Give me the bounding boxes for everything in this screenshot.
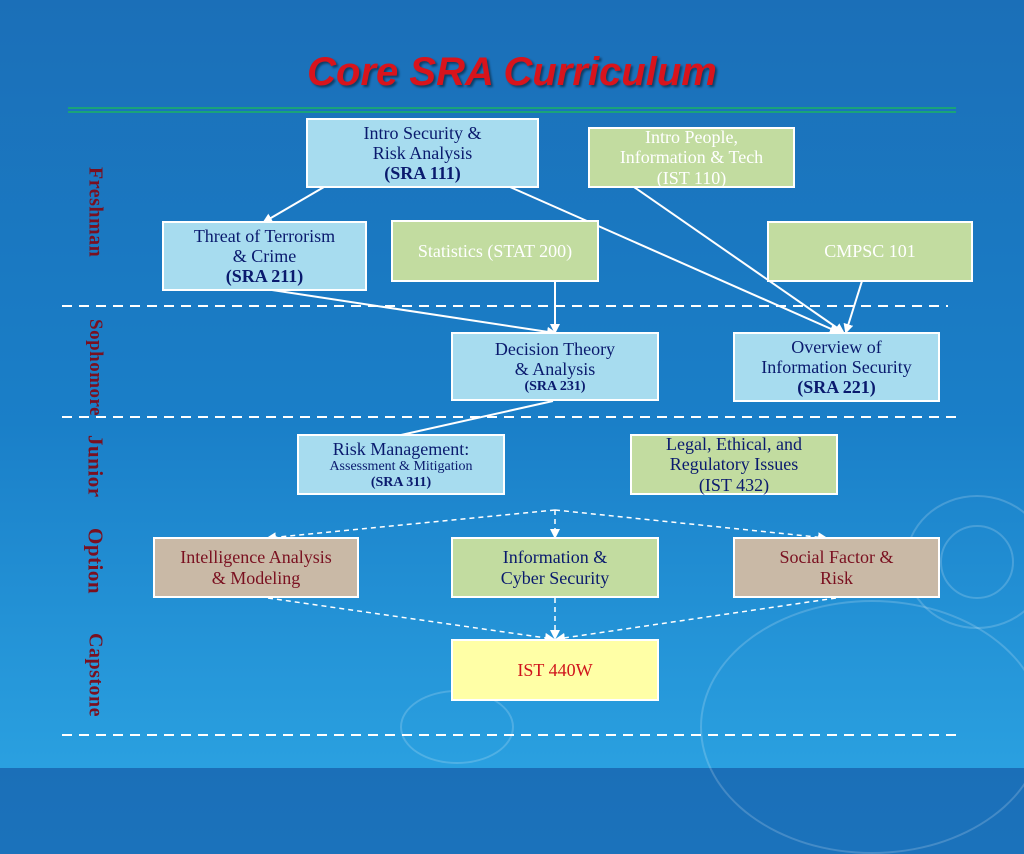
course-ist440w: IST 440W bbox=[451, 639, 659, 701]
course-line: Information & bbox=[502, 547, 608, 568]
course-line: & Modeling bbox=[211, 567, 301, 588]
course-line: Intelligence Analysis bbox=[180, 547, 332, 568]
course-line: Risk Management: bbox=[332, 438, 470, 459]
prereq-arrow bbox=[400, 400, 554, 436]
course-line: Intro People, bbox=[645, 127, 738, 148]
course-line: Cyber Security bbox=[500, 567, 610, 588]
course-code: (SRA 221) bbox=[797, 377, 876, 398]
course-line: Social Factor & bbox=[779, 547, 894, 568]
option-connector bbox=[266, 509, 556, 543]
course-sra211: Threat of Terrorism & Crime (SRA 211) bbox=[162, 221, 367, 291]
course-line: Regulatory Issues bbox=[669, 454, 799, 475]
year-label-option: Option bbox=[83, 527, 108, 595]
course-line: CMPSC 101 bbox=[824, 241, 916, 262]
course-ist432: Legal, Ethical, and Regulatory Issues (I… bbox=[630, 434, 838, 495]
course-line: (IST 432) bbox=[698, 474, 770, 495]
prereq-arrow bbox=[509, 186, 840, 334]
course-stat200: Statistics (STAT 200) bbox=[391, 220, 599, 282]
option-connector bbox=[555, 597, 837, 643]
title-underline bbox=[68, 107, 956, 109]
course-line: Intro Security & bbox=[363, 122, 482, 143]
option-connector bbox=[554, 509, 828, 543]
course-line: & Crime bbox=[232, 245, 297, 266]
course-line: IST 440W bbox=[517, 659, 593, 680]
course-line: Risk bbox=[819, 567, 853, 588]
year-label-junior: Junior bbox=[83, 434, 108, 498]
course-line: Information & Tech bbox=[619, 147, 764, 168]
option-connector bbox=[267, 597, 555, 643]
course-code: (SRA 211) bbox=[225, 266, 304, 287]
course-line: & Analysis bbox=[514, 358, 596, 379]
course-code: (SRA 311) bbox=[370, 474, 432, 490]
course-line: Information Security bbox=[761, 356, 912, 377]
course-sra111: Intro Security & Risk Analysis (SRA 111) bbox=[306, 118, 539, 188]
slide-title: Core SRA Curriculum bbox=[307, 50, 717, 94]
prereq-arrow bbox=[633, 186, 845, 334]
course-ist110: Intro People, Information & Tech (IST 11… bbox=[588, 127, 795, 188]
course-line: Assessment & Mitigation bbox=[329, 458, 473, 474]
course-code: (SRA 111) bbox=[384, 163, 461, 184]
course-cmpsc101: CMPSC 101 bbox=[767, 221, 973, 282]
prereq-arrow bbox=[262, 186, 325, 224]
course-line: Overview of bbox=[791, 336, 882, 357]
year-label-capstone: Capstone bbox=[84, 632, 107, 717]
option-intelligence: Intelligence Analysis & Modeling bbox=[153, 537, 359, 598]
connector-layer bbox=[262, 186, 863, 643]
option-cyber: Information & Cyber Security bbox=[451, 537, 659, 598]
course-line: Legal, Ethical, and bbox=[666, 434, 802, 455]
course-line: (IST 110) bbox=[656, 167, 727, 188]
year-label-sophomore: Sophomore bbox=[85, 318, 106, 417]
course-line: Statistics (STAT 200) bbox=[417, 240, 573, 261]
option-social: Social Factor & Risk bbox=[733, 537, 940, 598]
prereq-arrow bbox=[271, 289, 557, 337]
course-line: Threat of Terrorism bbox=[193, 225, 336, 246]
course-sra221: Overview of Information Security (SRA 22… bbox=[733, 332, 940, 402]
course-line: Risk Analysis bbox=[372, 142, 473, 163]
course-sra311: Risk Management: Assessment & Mitigation… bbox=[297, 434, 505, 495]
title-underline bbox=[68, 111, 956, 113]
course-line: Decision Theory bbox=[494, 338, 616, 359]
slide: Core SRA Curriculum Freshman Sophomore J… bbox=[68, 50, 1024, 854]
course-sra231: Decision Theory & Analysis (SRA 231) bbox=[451, 332, 659, 401]
year-label-freshman: Freshman bbox=[84, 167, 107, 258]
course-code: (SRA 231) bbox=[524, 378, 586, 394]
prereq-arrow bbox=[843, 280, 863, 334]
